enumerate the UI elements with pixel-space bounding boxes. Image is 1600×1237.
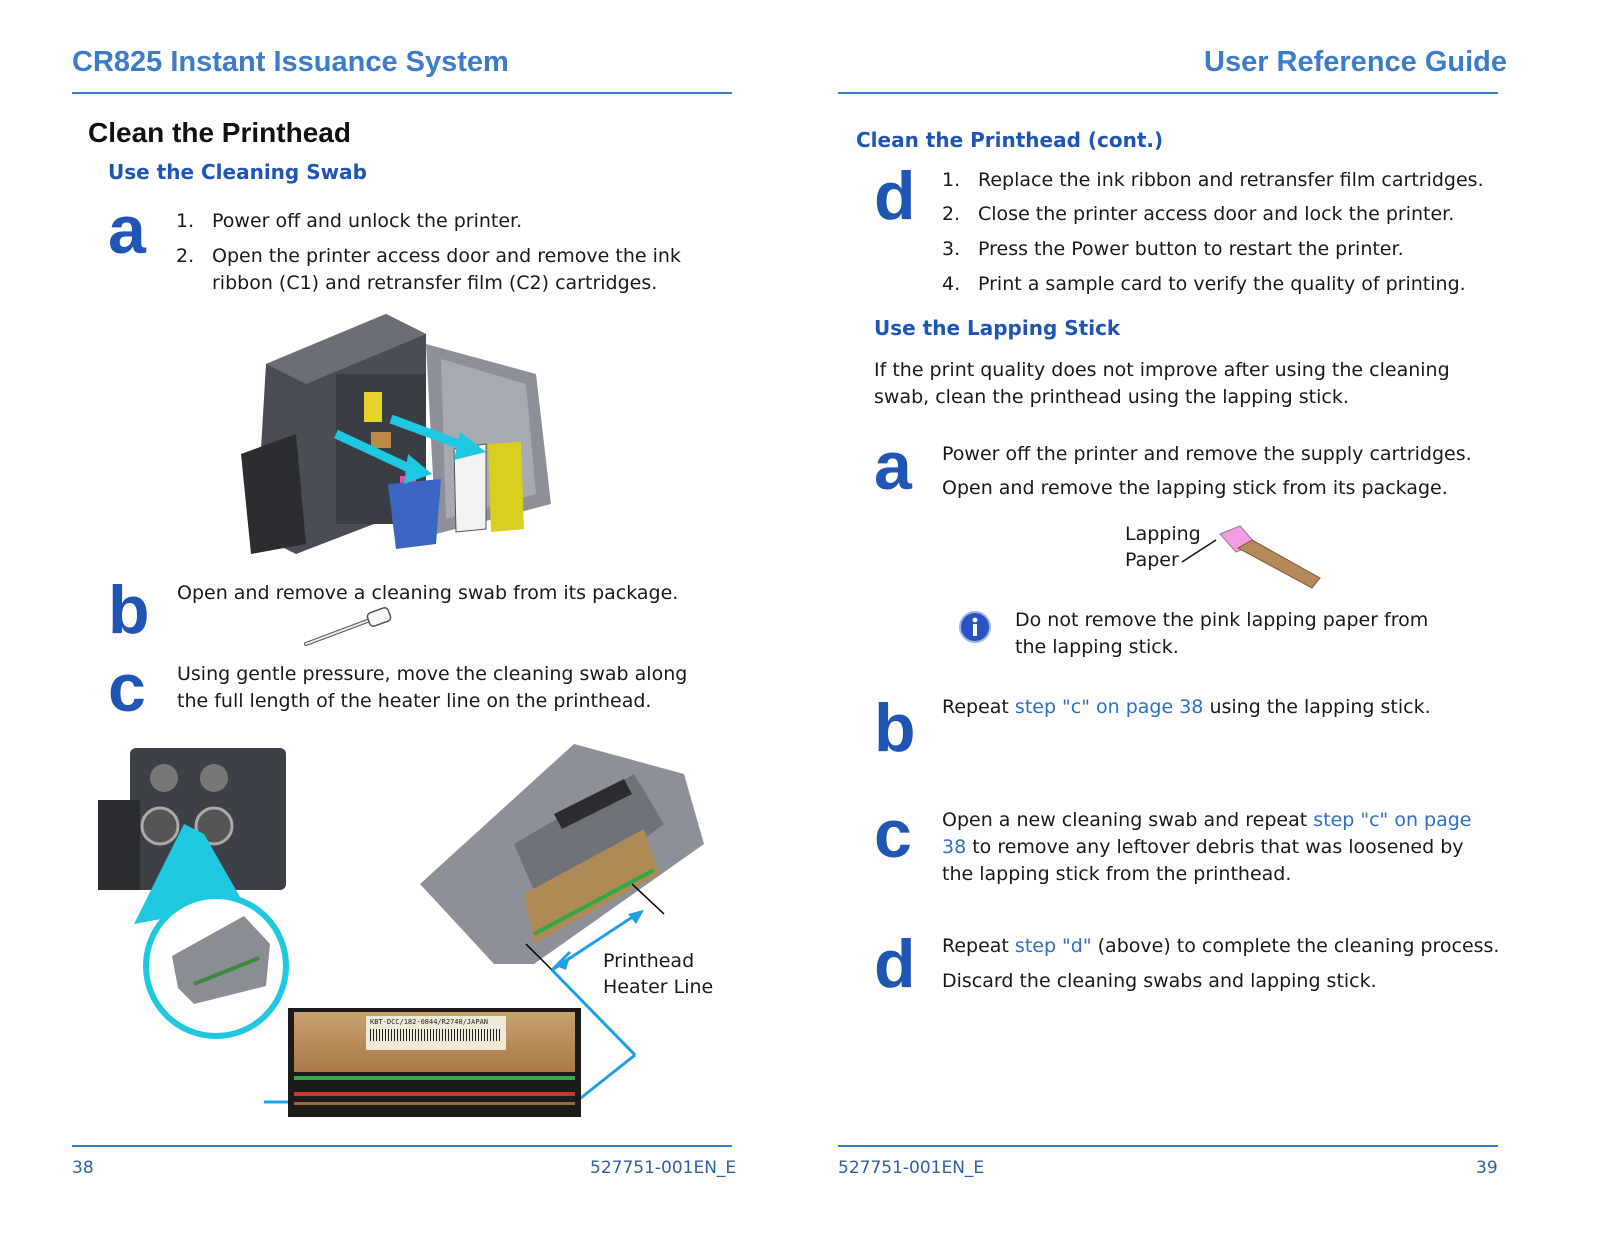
cleaning-swab-illustration xyxy=(304,607,392,646)
step-letter-c: c xyxy=(108,650,146,726)
step-letter-a: a xyxy=(108,192,146,268)
printhead-closeup-illustration xyxy=(420,744,704,973)
info-icon xyxy=(959,611,991,643)
section-subtitle-cont: Clean the Printhead (cont.) xyxy=(856,128,1164,152)
printhead-callout-line1: Printhead xyxy=(603,950,695,972)
step-d2-line2: Discard the cleaning swabs and lapping s… xyxy=(942,970,1377,992)
printhead-callout-line2: Heater Line xyxy=(603,976,714,998)
right-footer-rule xyxy=(838,1145,1498,1147)
printhead-label: KBT-DCC/182-0844/R2740/JAPAN xyxy=(366,1016,506,1050)
left-page-number: 38 xyxy=(72,1158,94,1178)
printhead-location-illustration xyxy=(98,748,289,1039)
step-letter-a-right: a xyxy=(874,428,912,504)
left-footer-rule xyxy=(72,1145,732,1147)
right-header: User Reference Guide xyxy=(1204,46,1508,78)
step-letter-c-right: c xyxy=(874,796,912,872)
step-b-right-text: Repeat step "c" on page 38 using the lap… xyxy=(942,696,1431,718)
step-c-right-text: Open a new cleaning swab and repeat step… xyxy=(942,809,1472,885)
lapping-stick-illustration xyxy=(1181,525,1321,589)
lapping-label-line1: Lapping xyxy=(1125,523,1201,545)
step-d-link[interactable]: step "d" xyxy=(1014,935,1092,957)
right-doc-number: 527751-001EN_E xyxy=(838,1158,985,1178)
printer-open-illustration xyxy=(241,314,551,554)
step-c-page-38-link[interactable]: step "c" on page 38 xyxy=(1014,696,1204,718)
left-header-rule xyxy=(72,92,732,94)
right-page-number: 39 xyxy=(1476,1158,1498,1178)
step-b-text: Open and remove a cleaning swab from its… xyxy=(177,582,679,604)
step-letter-d-right: d xyxy=(874,926,916,1002)
lapping-intro: If the print quality does not improve af… xyxy=(874,359,1450,408)
step-letter-d: d xyxy=(874,158,916,234)
step-letter-b: b xyxy=(108,572,150,648)
step-c-text: Using gentle pressure, move the cleaning… xyxy=(177,663,688,712)
lapping-label-line2: Paper xyxy=(1125,549,1179,571)
left-doc-number: 527751-001EN_E xyxy=(590,1158,737,1178)
section-subtitle-swab: Use the Cleaning Swab xyxy=(108,160,367,184)
step-a-line1: Power off the printer and remove the sup… xyxy=(942,443,1472,465)
section-subtitle-lapping: Use the Lapping Stick xyxy=(874,316,1121,340)
right-header-rule xyxy=(838,92,1498,94)
step-letter-b-right: b xyxy=(874,690,916,766)
left-header: CR825 Instant Issuance System xyxy=(72,46,509,78)
page-title: Clean the Printhead xyxy=(88,117,351,148)
step-a-line2: Open and remove the lapping stick from i… xyxy=(942,477,1448,499)
printhead-photo: KBT-DCC/182-0844/R2740/JAPAN xyxy=(288,1008,581,1117)
step-d2-line1: Repeat step "d" (above) to complete the … xyxy=(942,935,1500,957)
step-c-page-38-link[interactable]: step "c" on page 38 xyxy=(942,809,1472,858)
note-text: Do not remove the pink lapping paper fro… xyxy=(1015,609,1429,658)
